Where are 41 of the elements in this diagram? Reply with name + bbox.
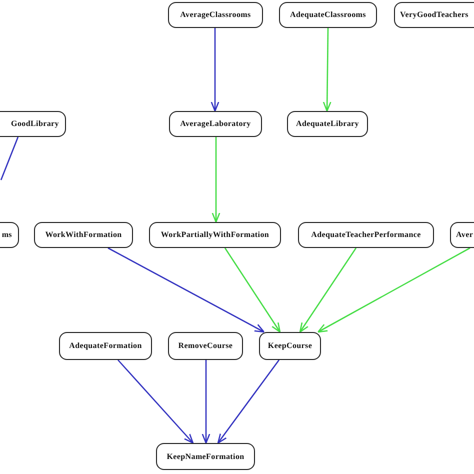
state-label: ms [2, 231, 12, 239]
state-label: AdequateClassrooms [290, 11, 366, 19]
state-label: KeepCourse [268, 342, 312, 350]
state-box [34, 222, 133, 248]
arrow [317, 247, 470, 333]
state-label: Aver [456, 231, 474, 239]
state-box [450, 222, 474, 248]
connector-line [0, 136, 19, 180]
state-box [168, 332, 243, 360]
arrow [108, 247, 265, 333]
state-box [59, 332, 152, 360]
state-box [149, 222, 281, 248]
arrow [212, 137, 220, 223]
state-box [168, 2, 263, 28]
state-label: AdequateLibrary [296, 120, 359, 128]
arrow [217, 360, 280, 444]
state-box [394, 2, 474, 28]
arrow [210, 28, 220, 112]
arrow [118, 360, 194, 444]
state-box [259, 332, 321, 360]
state-label: VeryGoodTeachers [400, 11, 468, 19]
state-label: GoodLibrary [11, 120, 59, 128]
state-box [287, 111, 368, 137]
arrow [224, 248, 281, 333]
state-label: WorkWithFormation [45, 231, 122, 239]
arrow [322, 28, 332, 112]
state-label: KeepNameFormation [166, 452, 244, 460]
state-box [279, 2, 377, 28]
state-label: AdequateTeacherPerformance [311, 231, 421, 239]
state-box [156, 443, 255, 470]
state-label: AverageLaboratory [180, 120, 251, 128]
state-box [169, 111, 262, 137]
state-label: WorkPartiallyWithFormation [160, 231, 270, 239]
state-box [0, 222, 19, 248]
state-box [298, 222, 434, 248]
state-box [0, 111, 66, 137]
arrow [202, 360, 210, 444]
state-label: AdequateFormation [69, 342, 142, 350]
arrow [299, 248, 357, 333]
state-label: AverageClassrooms [180, 11, 251, 19]
state-label: RemoveCourse [178, 342, 233, 350]
